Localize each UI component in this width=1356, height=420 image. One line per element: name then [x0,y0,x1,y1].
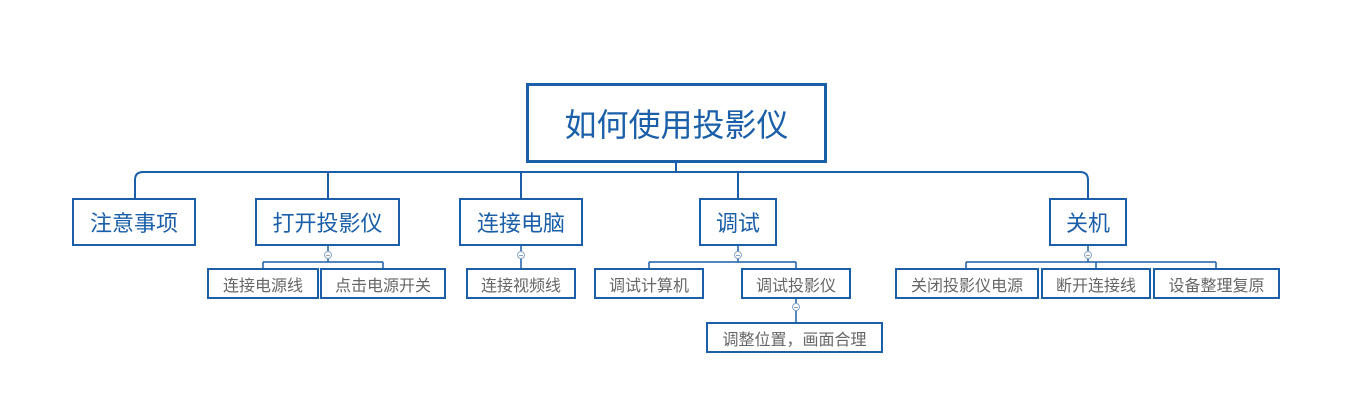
node-adjust-position[interactable]: 调整位置，画面合理 [706,322,883,353]
node-press-power-switch[interactable]: 点击电源开关 [320,268,446,299]
node-connect-video-cable[interactable]: 连接视频线 [466,268,576,299]
collapse-icon[interactable] [1084,251,1092,259]
node-debug[interactable]: 调试 [699,198,777,246]
node-turn-off-projector-power[interactable]: 关闭投影仪电源 [895,268,1039,299]
node-turn-on-projector[interactable]: 打开投影仪 [255,198,400,246]
collapse-icon[interactable] [517,251,525,259]
node-debug-projector[interactable]: 调试投影仪 [741,268,851,299]
node-notes[interactable]: 注意事项 [72,198,196,246]
collapse-icon[interactable] [734,251,742,259]
node-shutdown[interactable]: 关机 [1049,198,1127,246]
node-disconnect-cables[interactable]: 断开连接线 [1041,268,1151,299]
node-restore-equipment[interactable]: 设备整理复原 [1153,268,1280,299]
root-node[interactable]: 如何使用投影仪 [526,83,827,163]
node-connect-computer[interactable]: 连接电脑 [459,198,583,246]
collapse-icon[interactable] [324,251,332,259]
node-debug-computer[interactable]: 调试计算机 [594,268,704,299]
collapse-icon[interactable] [792,303,800,311]
node-connect-power-cable[interactable]: 连接电源线 [207,268,319,299]
